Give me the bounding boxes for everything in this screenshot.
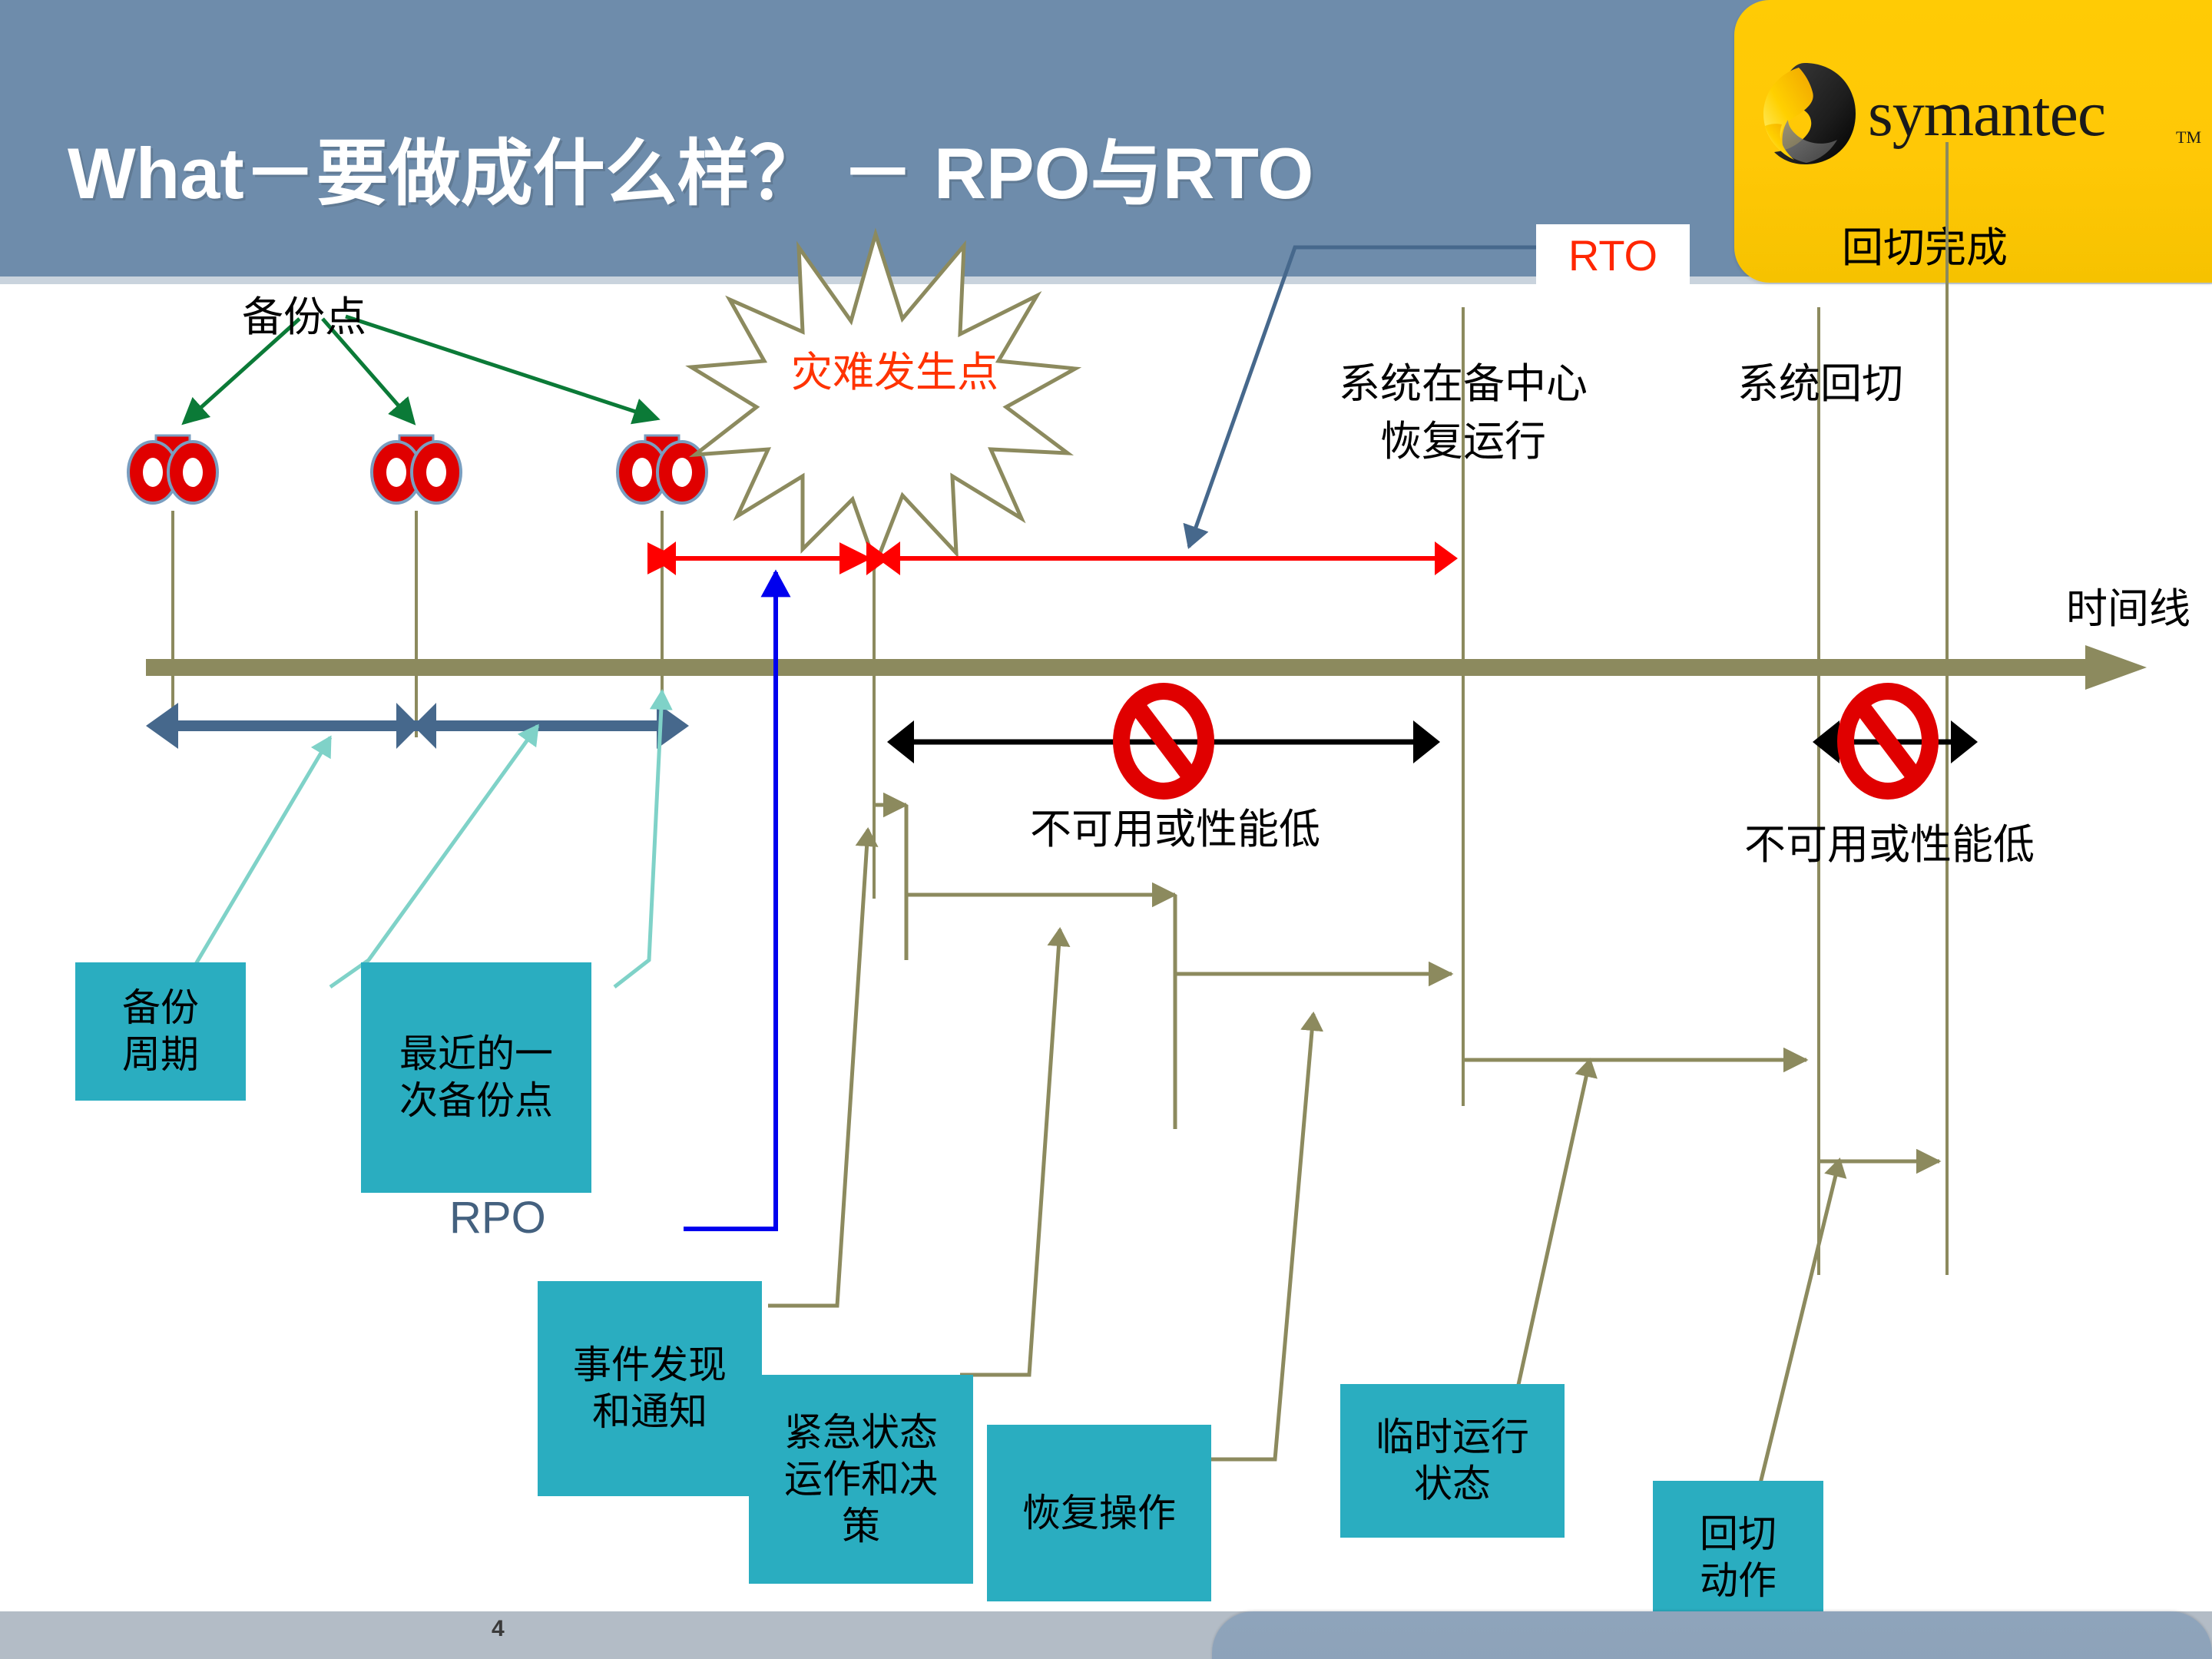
rpo-leader-line xyxy=(684,569,791,1231)
backup-points-label: 备份点 xyxy=(242,294,366,340)
box-latest-backup-line1: 最近的一 xyxy=(399,1032,553,1075)
system-recovered-line2: 恢复运行 xyxy=(1380,419,1546,465)
footer-rounded-panel xyxy=(1212,1611,2212,1659)
symantec-wordmark: symantec xyxy=(1868,78,2106,150)
rpo-measure-arrow xyxy=(647,541,889,575)
page-number: 4 xyxy=(492,1616,505,1641)
box-temporary-running-line2: 状态 xyxy=(1414,1462,1491,1505)
box-backup-cycle-line2: 周期 xyxy=(122,1033,199,1076)
box-failback-action-line1: 回切 xyxy=(1700,1512,1777,1555)
box-recovery-ops[interactable]: 恢复操作 xyxy=(987,1425,1211,1601)
symantec-checkmark-icon xyxy=(1751,60,1859,167)
rto-measure-arrow xyxy=(877,541,1458,575)
prohibition-icon-2 xyxy=(1837,683,1939,800)
box-failback-action-line2: 动作 xyxy=(1700,1559,1777,1602)
aqua-leader-lines xyxy=(152,689,673,993)
main-timeline xyxy=(146,645,2147,690)
symantec-logo-plate: symantec TM xyxy=(1734,0,2212,283)
box-backup-cycle-line1: 备份 xyxy=(122,986,199,1029)
box-recovery-ops-line1: 恢复操作 xyxy=(1022,1491,1176,1535)
box-emergency-ops-line2: 运作和决 xyxy=(784,1457,938,1501)
unavailable-measure-1 xyxy=(887,683,1440,800)
prohibition-icon-1 xyxy=(1113,683,1214,800)
box-emergency-ops[interactable]: 紧急状态 运作和决 策 xyxy=(749,1375,973,1584)
failback-complete-label: 回切完成 xyxy=(1842,225,2008,271)
box-temporary-running-line1: 临时运行 xyxy=(1376,1416,1529,1459)
box-latest-backup-line2: 次备份点 xyxy=(399,1079,553,1122)
unavailable-measure-2 xyxy=(1813,683,1978,800)
disaster-point-label: 灾难发生点 xyxy=(791,349,998,396)
timeline-label: 时间线 xyxy=(2066,586,2190,632)
box-failback-action[interactable]: 回切 动作 xyxy=(1653,1481,1823,1634)
rpo-label[interactable]: RPO xyxy=(449,1193,546,1243)
rto-label[interactable]: RTO xyxy=(1536,224,1690,286)
unavailable-label-1: 不可用或性能低 xyxy=(1030,806,1320,853)
backup-cycle-measure xyxy=(146,703,689,749)
box-latest-backup[interactable]: 最近的一 次备份点 xyxy=(361,962,591,1193)
box-event-detection[interactable]: 事件发现 和通知 xyxy=(538,1281,762,1496)
unavailable-label-2: 不可用或性能低 xyxy=(1744,822,2035,868)
box-emergency-ops-line3: 策 xyxy=(842,1504,880,1548)
system-recovered-line1: 系统在备中心 xyxy=(1339,361,1588,407)
backup-reel-icons xyxy=(127,434,708,505)
box-temporary-running[interactable]: 临时运行 状态 xyxy=(1340,1384,1565,1538)
header-band-edge xyxy=(0,276,2212,284)
box-event-detection-line1: 事件发现 xyxy=(573,1343,727,1386)
box-backup-cycle[interactable]: 备份 周期 xyxy=(75,962,246,1101)
box-emergency-ops-line1: 紧急状态 xyxy=(784,1410,938,1454)
system-failback-label: 系统回切 xyxy=(1737,361,1903,407)
page-title: What－要做成什么样？ － RPO与RTO xyxy=(68,133,1314,214)
trademark-icon: TM xyxy=(2176,127,2201,147)
box-event-detection-line2: 和通知 xyxy=(592,1390,707,1433)
symantec-logo-row: symantec TM xyxy=(1751,60,2201,167)
